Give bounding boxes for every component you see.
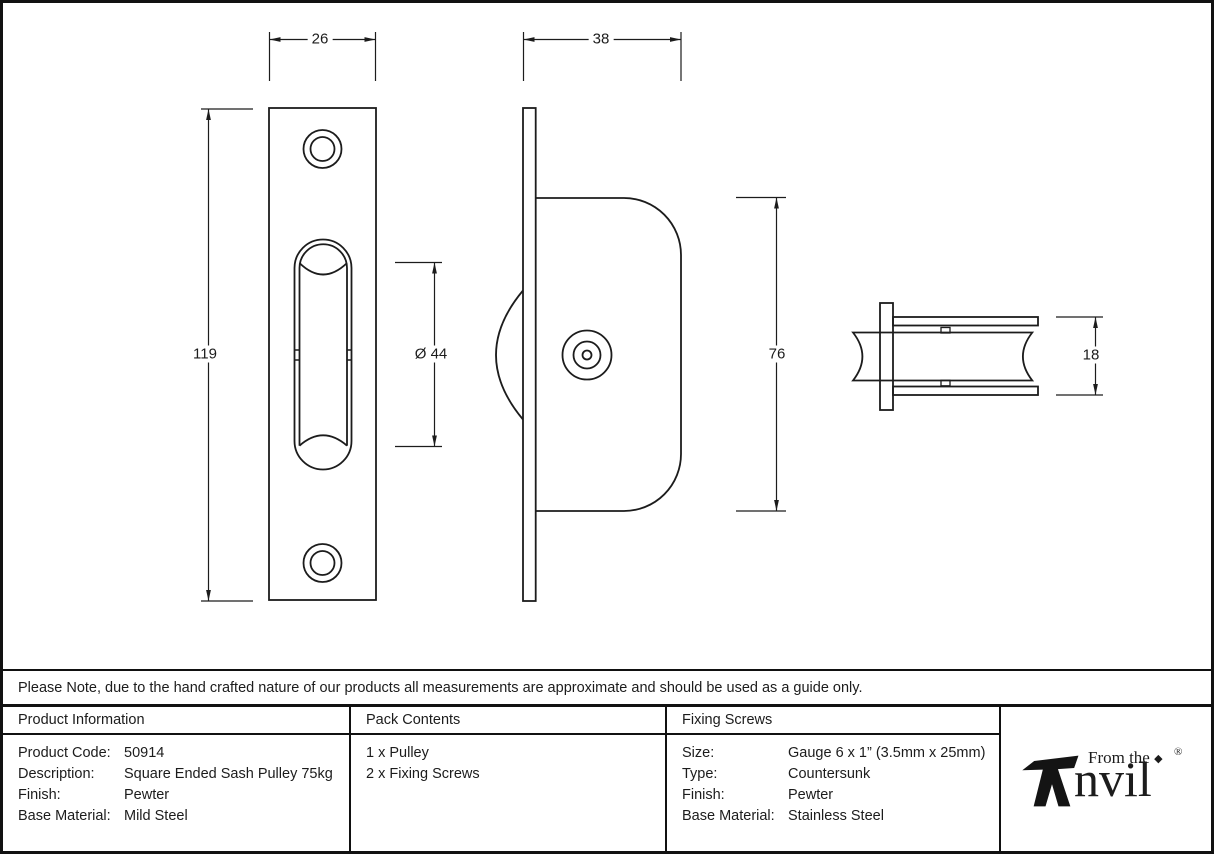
spec-label: Product Code: (18, 745, 111, 761)
dim-housing-height: 76 (764, 345, 790, 363)
logo-wordmark: nvil (1074, 751, 1152, 807)
spec-label: Finish: (18, 787, 61, 803)
spec-label: Size: (682, 745, 715, 761)
spec-label: Base Material: (682, 808, 775, 824)
registered-trademark-icon: ® (1174, 746, 1183, 758)
anvil-icon (1022, 755, 1079, 807)
side-view (495, 107, 682, 602)
product-information-column: Product Information Product Code: 50914 … (3, 707, 351, 851)
brand-logo-cell: From the ◆ nvil ® (1001, 707, 1211, 851)
dim-side-width: 38 (588, 30, 614, 48)
spec-label: Base Material: (18, 808, 111, 824)
pack-contents-body: 1 x Pulley 2 x Fixing Screws (351, 735, 665, 785)
front-view (268, 107, 377, 601)
pulley-orthographic-views (201, 32, 1103, 602)
product-information-header: Product Information (3, 707, 349, 735)
dim-plate-height: 119 (189, 345, 221, 363)
spec-value: Square Ended Sash Pulley 75kg (124, 766, 333, 782)
drawing-area: 26 38 119 Ø 44 76 18 (3, 3, 1211, 669)
dimension-arrows (206, 37, 1098, 601)
section-view (851, 302, 1039, 411)
spec-value: Gauge 6 x 1” (3.5mm x 25mm) (788, 745, 986, 761)
pack-contents-header: Pack Contents (351, 707, 665, 735)
spec-label: Finish: (682, 787, 725, 803)
spec-value: Stainless Steel (788, 808, 884, 824)
spec-label: Type: (682, 766, 718, 782)
logo-tagline: From the ◆ (1088, 748, 1163, 767)
spec-table: Product Information Product Code: 50914 … (3, 707, 1211, 851)
pack-item: 2 x Fixing Screws (366, 766, 480, 782)
spec-value: Mild Steel (124, 808, 188, 824)
pack-item: 1 x Pulley (366, 745, 429, 761)
spec-value: 50914 (124, 745, 165, 761)
fixing-screws-header: Fixing Screws (667, 707, 999, 735)
dim-section-height: 18 (1078, 346, 1104, 364)
product-information-body: Product Code: 50914 Description: Square … (3, 735, 349, 827)
dim-wheel-diameter: Ø 44 (410, 345, 452, 363)
disclaimer-note-text: Please Note, due to the hand crafted nat… (18, 679, 863, 696)
from-the-anvil-logo: From the ◆ nvil ® (1022, 746, 1190, 812)
disclaimer-note: Please Note, due to the hand crafted nat… (3, 669, 1211, 707)
spec-value: Countersunk (788, 766, 871, 782)
fixing-screws-column: Fixing Screws Size: Gauge 6 x 1” (3.5mm … (667, 707, 1001, 851)
fixing-screws-body: Size: Gauge 6 x 1” (3.5mm x 25mm) Type: … (667, 735, 999, 827)
dim-plate-width: 26 (307, 30, 333, 48)
spec-label: Description: (18, 766, 95, 782)
spec-value: Pewter (788, 787, 834, 803)
pack-contents-column: Pack Contents 1 x Pulley 2 x Fixing Scre… (351, 707, 667, 851)
diamond-icon: ◆ (1154, 753, 1163, 765)
spec-value: Pewter (124, 787, 170, 803)
